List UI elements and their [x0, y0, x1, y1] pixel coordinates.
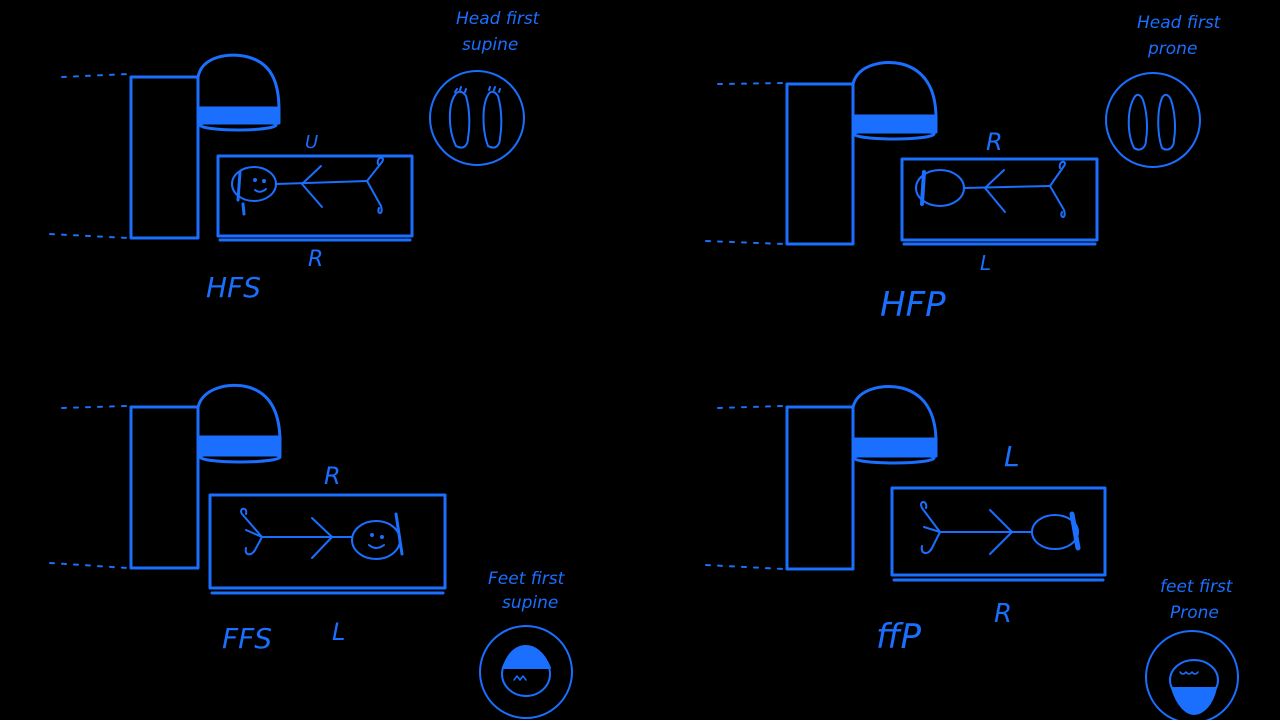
panel-hfp-text: Head first prone R L HFP: [880, 13, 1222, 325]
ct-scanner-gantry: [49, 383, 282, 570]
panel-hfs: [49, 53, 525, 242]
circle-caption-line-2: supine: [462, 35, 518, 55]
foot-sole-left-icon: [448, 90, 471, 149]
side-label-bottom: R: [994, 599, 1012, 629]
position-code: HFS: [206, 271, 261, 304]
patient-figure: [240, 507, 404, 560]
circle-caption-line-2: supine: [502, 593, 558, 613]
patient-figure: [915, 160, 1066, 218]
side-label-bottom: L: [980, 251, 991, 275]
circle-caption-line-1: Head first: [1137, 13, 1222, 33]
panel-ffs-text: Feet first supine R L FFS: [222, 462, 566, 655]
patient-table: [900, 157, 1099, 246]
foot-outline-right-icon: [1157, 93, 1176, 151]
ct-scanner-gantry: [49, 53, 281, 240]
side-label-top: R: [324, 462, 341, 490]
panel-ffp-text: feet first Prone L R ffP: [876, 440, 1234, 657]
position-code: HFP: [880, 285, 946, 325]
side-label-top: U: [305, 132, 318, 153]
side-label-bottom: L: [332, 618, 345, 646]
panel-hfp: [705, 61, 1201, 246]
ct-scanner-gantry: [705, 61, 938, 246]
ct-scanner-gantry: [705, 385, 938, 571]
circle-caption-line-1: Head first: [456, 9, 541, 29]
circle-caption-line-2: prone: [1147, 39, 1197, 59]
panel-ffp: [705, 385, 1239, 720]
foot-outline-left-icon: [1127, 93, 1148, 151]
orientation-circle-head-down: [1145, 630, 1239, 720]
side-label-top: R: [986, 128, 1003, 156]
foot-sole-right-icon: [482, 90, 503, 149]
panel-hfs-text: Head first supine U R HFS: [206, 9, 541, 304]
orientation-circle-feet-up: [429, 70, 525, 166]
orientation-circle-feet-down: [1105, 72, 1201, 168]
circle-caption-line-2: Prone: [1170, 603, 1219, 623]
patient-figure: [920, 501, 1081, 555]
orientation-circle-head-up: [479, 625, 573, 719]
circle-caption-line-1: feet first: [1160, 577, 1234, 597]
patient-figure: [231, 156, 384, 216]
patient-table: [890, 486, 1107, 582]
position-code: FFS: [222, 622, 272, 655]
circle-caption-line-1: Feet first: [488, 569, 566, 589]
patient-table: [216, 154, 414, 242]
panel-ffs: [49, 383, 573, 719]
side-label-top: L: [1004, 440, 1020, 473]
patient-table: [208, 493, 447, 595]
position-code: ffP: [876, 617, 922, 657]
side-label-bottom: R: [308, 247, 323, 272]
